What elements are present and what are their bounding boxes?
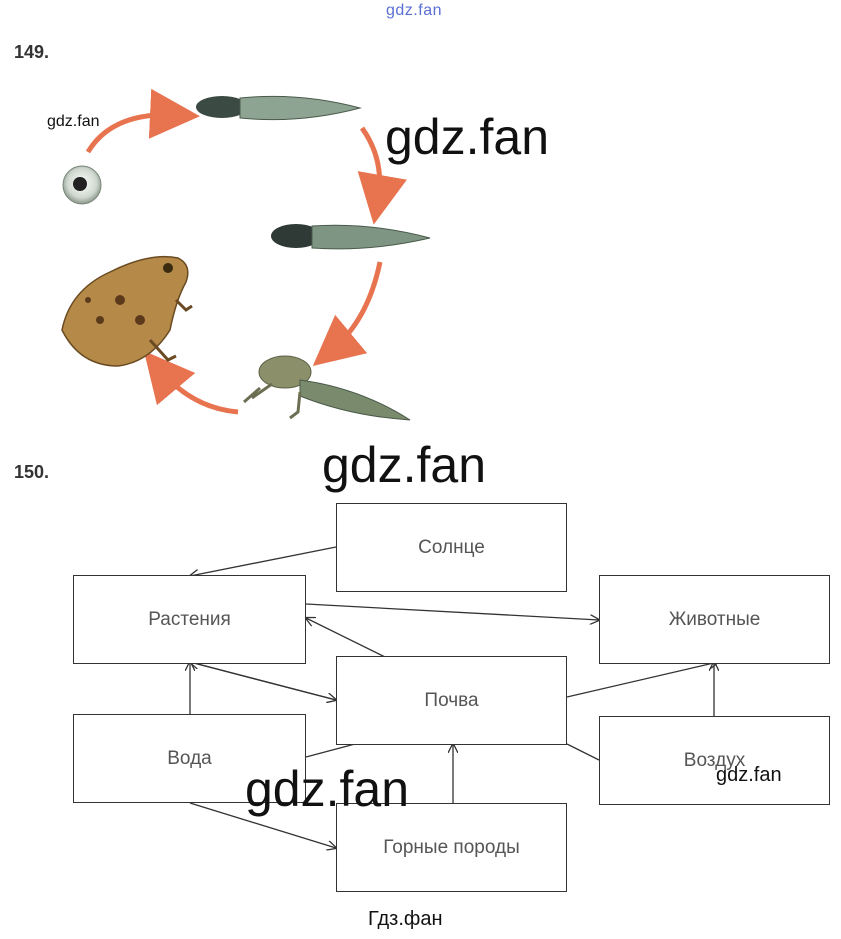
watermark-big-149: gdz.fan: [385, 109, 550, 165]
egg-image: [62, 165, 102, 205]
box-rocks: Горные породы: [336, 803, 567, 892]
cycle-arrow-tadpole-down: [357, 126, 407, 225]
arrow-plants-to-animals: [305, 603, 599, 620]
arrow-water-to-rocks: [189, 802, 336, 848]
box-air-label: Воздух: [683, 749, 746, 771]
box-water-label: Вода: [167, 747, 212, 769]
line-air-to-soil: [566, 743, 600, 761]
frog-life-cycle-illustration: [61, 88, 431, 421]
watermark-air-box: gdz.fan: [716, 764, 782, 786]
cycle-arrow-egg-to-tadpole: [85, 88, 200, 154]
exercise-149-number: 149.: [14, 42, 50, 62]
box-soil: Почва: [336, 656, 567, 745]
arrow-soil-to-animals: [566, 662, 718, 698]
arrow-plants-to-soil: [189, 661, 336, 700]
watermark-small-149: gdz.fan: [47, 113, 100, 130]
cycle-arrow-legs-to-frog: [143, 350, 239, 415]
box-air: Воздух: [599, 716, 830, 805]
cycle-arrow-tadpole-to-legs: [312, 261, 383, 367]
tadpole-image-1: [196, 95, 362, 121]
box-plants: Растения: [73, 575, 306, 664]
arrow-soil-to-plants: [306, 618, 386, 658]
site-watermark-top: gdz.fan: [386, 2, 442, 19]
tadpole-image-2: [271, 224, 431, 250]
adult-frog-image: [61, 255, 193, 367]
box-sun: Солнце: [336, 503, 567, 592]
footer-watermark: Гдз.фан: [368, 908, 443, 930]
box-rocks-label: Горные породы: [383, 836, 520, 858]
box-animals-label: Животные: [668, 608, 761, 630]
exercise-150-number: 150.: [14, 462, 50, 482]
box-sun-label: Солнце: [418, 536, 485, 558]
box-plants-label: Растения: [148, 608, 231, 630]
watermark-big-150: gdz.fan: [322, 437, 487, 493]
watermark-big-diagram: gdz.fan: [245, 761, 410, 817]
box-animals: Животные: [599, 575, 830, 664]
froglet-with-legs-image: [243, 355, 411, 421]
arrow-sun-to-plants: [190, 546, 337, 576]
line-water-to-soil: [305, 743, 356, 758]
box-water: Вода: [73, 714, 306, 803]
box-soil-label: Почва: [424, 689, 479, 711]
